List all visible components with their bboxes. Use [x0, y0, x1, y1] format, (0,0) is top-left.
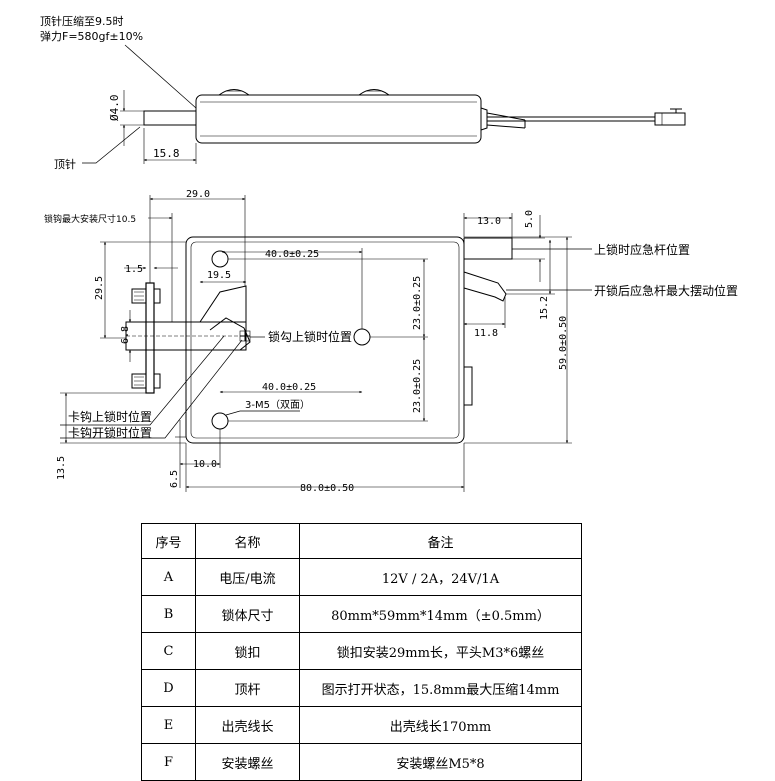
- row-name: 出壳线长: [195, 706, 300, 744]
- dim-19-5: 19.5: [207, 270, 231, 281]
- mount-hole-bottom-left: [211, 412, 229, 430]
- dim-59: 59.0±0.50: [558, 316, 569, 370]
- force-note-line2: 弹力F=580gf±10%: [40, 29, 143, 43]
- row-remark: 12V / 2A，24V/1A: [299, 558, 582, 596]
- dim-23-lower: 23.0±0.25: [412, 359, 423, 413]
- mount-hole-top-left: [211, 250, 229, 268]
- table-row: D 顶杆 图示打开状态，15.8mm最大压缩14mm: [141, 669, 582, 707]
- label-hook-max: 锁钩最大安装尺寸10.5: [44, 213, 136, 225]
- row-id: B: [141, 595, 196, 633]
- row-name: 锁扣: [195, 632, 300, 670]
- label-catch-locked: 卡钩上锁时位置: [68, 409, 152, 424]
- dim-40-mid: 40.0±0.25: [262, 382, 316, 393]
- screw-head-left: [218, 89, 250, 96]
- catch-plate: [145, 282, 155, 394]
- row-name: 锁体尺寸: [195, 595, 300, 633]
- cable-boss: [480, 107, 488, 131]
- table-row: A 电压/电流 12V / 2A，24V/1A: [141, 558, 582, 596]
- hook-unlocked: [209, 317, 251, 351]
- dim-10: 10.0: [193, 459, 217, 470]
- dim-11-8: 11.8: [474, 328, 498, 339]
- row-remark: 锁扣安装29mm长，平头M3*6螺丝: [299, 632, 582, 670]
- dim-23-upper: 23.0±0.25: [412, 276, 423, 330]
- emergency-lever-swing: [463, 271, 507, 302]
- catch-nut-top: [153, 288, 161, 304]
- top-view: [82, 44, 686, 164]
- header-no: 序号: [141, 523, 196, 559]
- screw-head-right: [358, 89, 390, 96]
- dim-15-2: 15.2: [539, 296, 550, 320]
- label-unlock-lever: 开锁后应急杆最大摆动位置: [594, 283, 738, 298]
- dim-1-5: 1.5: [125, 264, 143, 275]
- dim-pin-length: 15.8: [153, 147, 180, 160]
- row-id: E: [141, 706, 196, 744]
- front-view: [60, 195, 592, 492]
- mount-hole-middle: [353, 328, 371, 346]
- row-name: 顶杆: [195, 669, 300, 707]
- catch-screw-top: [131, 288, 147, 304]
- pin-rod: [143, 110, 197, 126]
- emergency-lever-locked: [463, 237, 513, 260]
- label-catch-unlocked: 卡钩开锁时位置: [68, 425, 152, 440]
- side-connector: [463, 366, 473, 406]
- row-remark: 图示打开状态，15.8mm最大压缩14mm: [299, 669, 582, 707]
- label-pin: 顶针: [54, 157, 76, 171]
- row-id: D: [141, 669, 196, 707]
- row-remark: 出壳线长170mm: [299, 706, 582, 744]
- catch-screw-bottom: [131, 373, 147, 389]
- label-hook-locked: 锁勾上锁时位置: [268, 329, 352, 344]
- force-note-line1: 顶针压缩至9.5时: [40, 14, 124, 28]
- dim-6-5: 6.5: [169, 470, 180, 488]
- catch-nut-bottom: [153, 373, 161, 389]
- label-lock-lever: 上锁时应急杆位置: [594, 242, 690, 257]
- dim-6-8: 6.8: [120, 326, 131, 344]
- cable-connector: [654, 112, 686, 126]
- row-remark: 80mm*59mm*14mm（±0.5mm）: [299, 595, 582, 633]
- dim-5: 5.0: [524, 210, 535, 228]
- dim-80: 80.0±0.50: [300, 483, 354, 494]
- table-row: C 锁扣 锁扣安装29mm长，平头M3*6螺丝: [141, 632, 582, 670]
- hook-locked: [199, 285, 247, 323]
- header-remark: 备注: [299, 523, 582, 559]
- row-id: C: [141, 632, 196, 670]
- row-name: 电压/电流: [195, 558, 300, 596]
- lock-body-inner: [190, 241, 460, 439]
- label-holes: 3-M5（双面）: [245, 399, 310, 411]
- table-header-row: 序号 名称 备注: [141, 523, 582, 559]
- dim-13-5: 13.5: [56, 456, 67, 480]
- dim-40-top: 40.0±0.25: [265, 249, 319, 260]
- dim-diameter: Ø4.0: [108, 95, 121, 122]
- dim-29-5: 29.5: [94, 276, 105, 300]
- row-id: A: [141, 558, 196, 596]
- spec-table: 序号 名称 备注 A 电压/电流 12V / 2A，24V/1A B 锁体尺寸 …: [141, 523, 582, 781]
- lock-body-front: [185, 236, 465, 444]
- dim-13: 13.0: [477, 216, 501, 227]
- table-row: B 锁体尺寸 80mm*59mm*14mm（±0.5mm）: [141, 595, 582, 633]
- header-name: 名称: [195, 523, 300, 559]
- table-row: E 出壳线长 出壳线长170mm: [141, 706, 582, 744]
- technical-drawing: 顶针压缩至9.5时 弹力F=580gf±10% Ø4.0 15.8 顶针: [40, 14, 738, 494]
- dim-29: 29.0: [186, 189, 210, 200]
